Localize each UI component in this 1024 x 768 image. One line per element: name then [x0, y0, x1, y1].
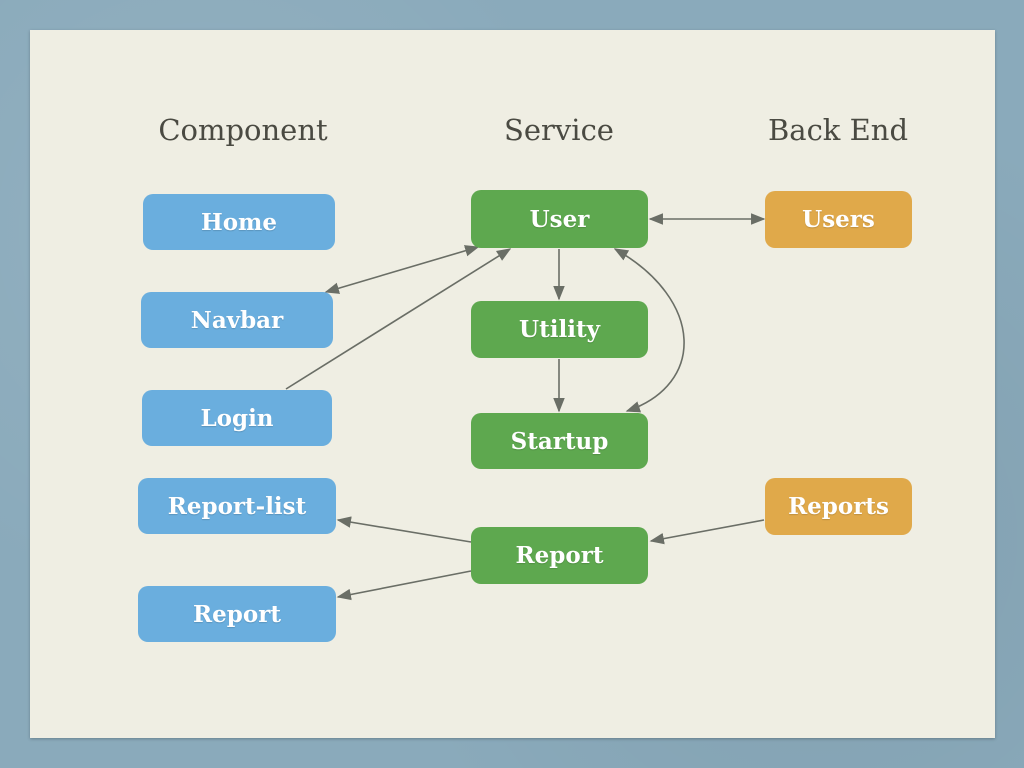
- component-report-node[interactable]: Report: [138, 586, 336, 642]
- component-home-node[interactable]: Home: [143, 194, 335, 250]
- service-user-node[interactable]: User: [471, 190, 648, 248]
- backend-users-node[interactable]: Users: [765, 191, 912, 248]
- component-navbar-node[interactable]: Navbar: [141, 292, 333, 348]
- service-report-node[interactable]: Report: [471, 527, 648, 584]
- component-report-list-node[interactable]: Report-list: [138, 478, 336, 534]
- backend-column-header: Back End: [767, 113, 909, 147]
- component-login-node[interactable]: Login: [142, 390, 332, 446]
- service-utility-node[interactable]: Utility: [471, 301, 648, 358]
- service-column-header: Service: [504, 113, 614, 147]
- backend-reports-node[interactable]: Reports: [765, 478, 912, 535]
- component-column-header: Component: [158, 113, 328, 147]
- service-startup-node[interactable]: Startup: [471, 413, 648, 469]
